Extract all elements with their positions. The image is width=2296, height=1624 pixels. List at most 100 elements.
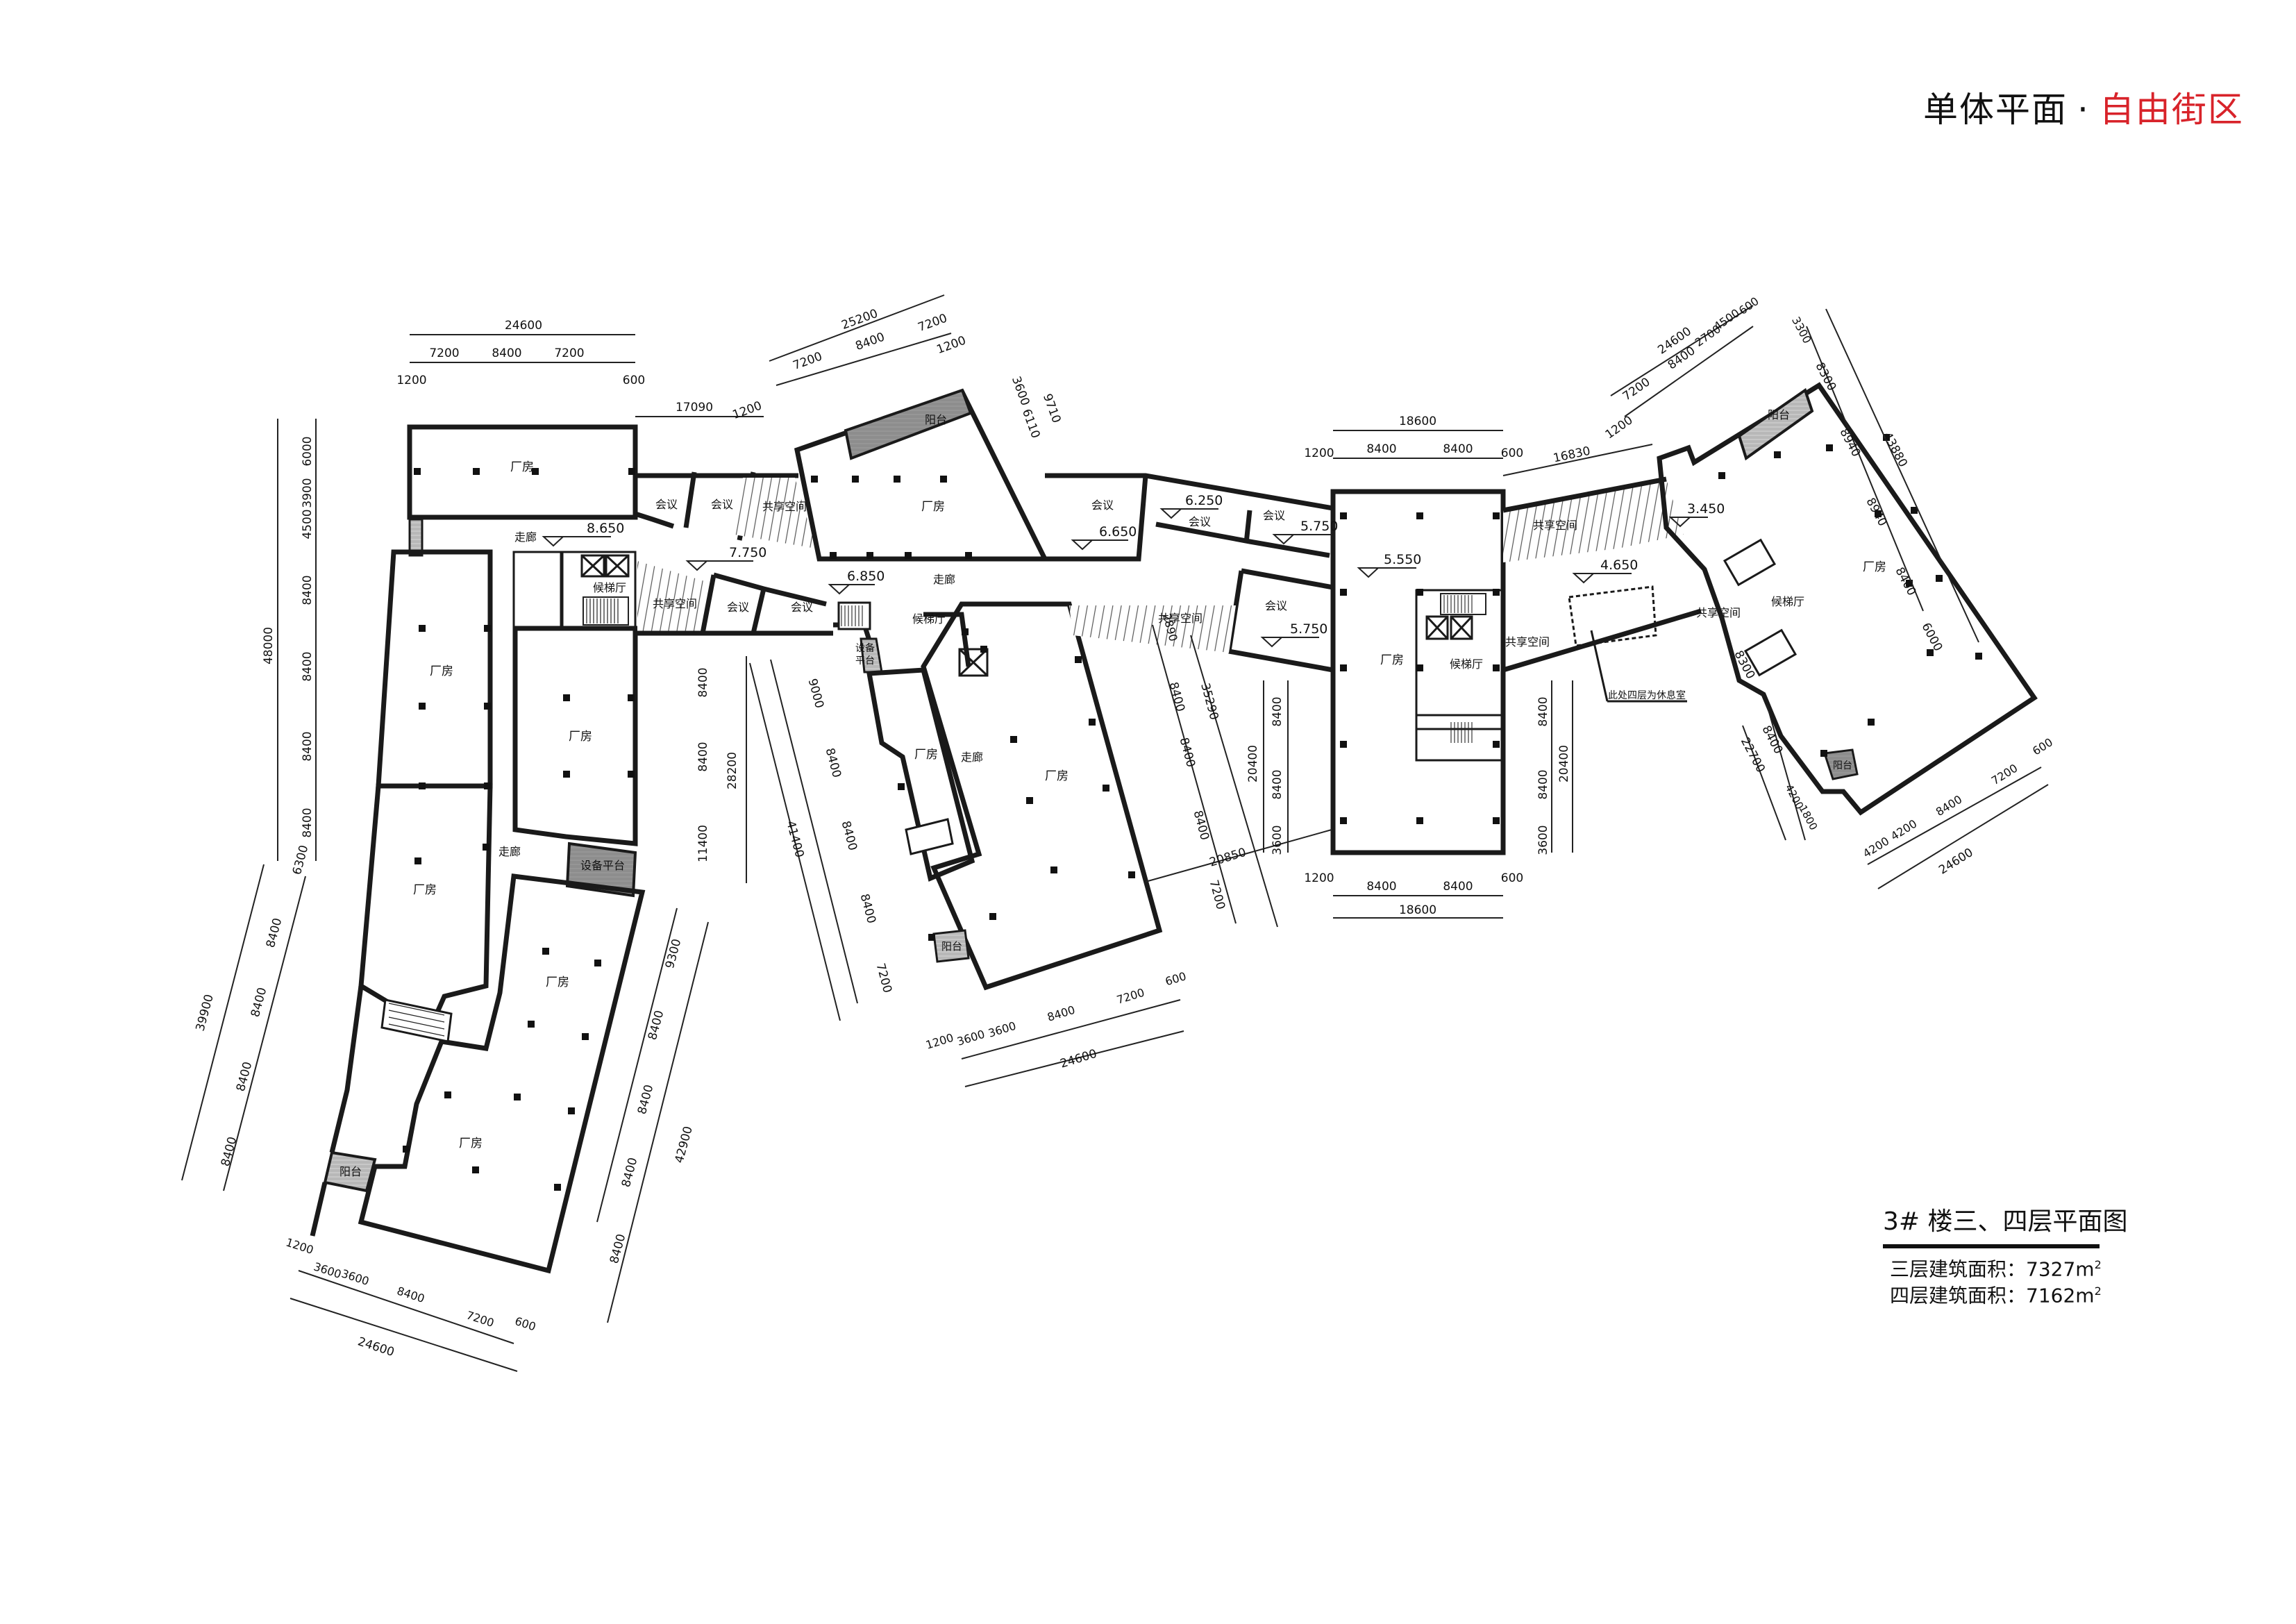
room-label-shared-space: 共享空间 (1533, 519, 1577, 532)
dim-gap-3-4: 16830 (1552, 444, 1591, 466)
dim-b4-bottom-part: 4200 (1861, 834, 1892, 860)
room-label-meeting: 会议 (1189, 515, 1211, 528)
dim-b1-right-part: 8400 (619, 1156, 641, 1189)
dim-b2-left-part: 11400 (696, 825, 710, 862)
elevation-marker: 6.250 (1159, 493, 1223, 519)
dim-b1-left-lower-part: 6300 (290, 844, 312, 876)
dim-b2-right-top-part: 3600 (1009, 375, 1032, 408)
dim-b1-left-total: 48000 (262, 627, 276, 664)
elevation-label: 3.450 (1687, 501, 1725, 517)
dim-b3-left-total: 20400 (1246, 745, 1260, 782)
dim-b2-left-inner-part: 8400 (823, 746, 844, 779)
dim-b2-top-part: 7200 (916, 312, 949, 335)
dim-b2-bottom-total: 24600 (1059, 1047, 1099, 1071)
elevation-label: 4.650 (1600, 558, 1638, 573)
title-underline (1883, 1244, 2100, 1248)
room-label-balcony: 阳台 (925, 413, 947, 426)
room-label-factory: 厂房 (510, 460, 534, 474)
dim-b1-left-part: 8400 (301, 807, 315, 837)
area-label: 四层建筑面积： (1890, 1284, 2027, 1307)
area-value: 7327m (2026, 1257, 2095, 1281)
dim-b2-left-inner-total: 41400 (783, 819, 806, 859)
dim-b3-top-part: 8400 (1366, 442, 1396, 456)
dim-b4-top-part: 4500 (1711, 306, 1742, 333)
drawing-legend: 3# 楼三、四层平面图 三层建筑面积：7327m2 四层建筑面积：7162m2 (1883, 1201, 2128, 1307)
room-label-equipment-platform-bottom: 平台 (855, 655, 875, 667)
dim-b1-right-part: 8400 (646, 1009, 667, 1041)
header-separator: · (2077, 90, 2090, 130)
dim-b3-right-part: 8400 (1536, 696, 1550, 726)
dim-b1-bottom-part: 8400 (395, 1284, 426, 1305)
dim-b1-top-part: 600 (623, 374, 645, 387)
dim-b4-bottom-total: 24600 (1936, 846, 1975, 878)
dim-b1-bottom-part: 7200 (464, 1308, 496, 1330)
elevation-marker: 6.850 (828, 569, 885, 595)
building-1: 厂房 厂房 厂房 厂房 厂房 厂房 走廊 走廊 候梯厅 设备平台 阳台 (310, 424, 646, 1274)
dim-b2-bottom-part: 3600 (955, 1028, 986, 1048)
dim-b1-left-part: 8400 (301, 731, 315, 761)
dim-b3-right-part: 8400 (1536, 769, 1550, 799)
elevation-marker: 8.650 (542, 521, 624, 547)
dim-b1-left-lower-part: 8400 (264, 916, 285, 949)
dim-b1-left-lower-part: 8400 (234, 1060, 255, 1093)
dim-b4-bottom-part: 8400 (1934, 792, 1965, 819)
dim-b1-left-part: 6000 (301, 436, 315, 466)
dim-b2-bottom-part: 7200 (1115, 986, 1146, 1007)
room-label-meeting: 会议 (711, 498, 733, 511)
dim-b3-top-part: 8400 (1443, 442, 1473, 456)
elevation-label: 6.850 (847, 569, 885, 584)
dim-b4-left-part: 1800 (1797, 803, 1820, 832)
page-header: 单体平面·自由街区 (1923, 82, 2244, 132)
room-label-meeting: 会议 (1091, 499, 1114, 512)
room-label-corridor: 走廊 (498, 845, 521, 858)
dim-b4-top-part: 1200 (1603, 413, 1636, 442)
area-row-4f: 四层建筑面积：7162m2 (1883, 1280, 2102, 1307)
room-label-balcony: 阳台 (340, 1165, 362, 1178)
dim-b2-right-part: 8400 (1177, 736, 1198, 769)
elevation-marker: 5.550 (1357, 552, 1421, 578)
dim-b1-top-part: 7200 (429, 346, 459, 360)
elevation-label: 5.550 (1384, 552, 1421, 567)
dim-b2-top-part: 8400 (854, 330, 887, 354)
room-label-factory: 厂房 (546, 976, 569, 989)
dim-b2-left-part: 8400 (696, 667, 710, 697)
dim-b1-left-part: 3900 (301, 478, 315, 508)
area-row-3f: 三层建筑面积：7327m2 (1883, 1254, 2102, 1281)
room-label-meeting: 会议 (791, 601, 813, 614)
dim-b2-left-part: 8400 (696, 742, 710, 771)
room-label-equipment-platform-top: 设备 (855, 642, 875, 654)
dim-b2-right-part: 8400 (1191, 809, 1212, 842)
dim-b2-top-part: 1200 (731, 399, 764, 423)
dim-b1-left-part: 4500 (301, 509, 315, 539)
dim-b1-left-lower-total: 39900 (194, 993, 217, 1032)
room-label-factory: 厂房 (459, 1137, 483, 1150)
room-label-corridor: 走廊 (933, 573, 955, 586)
dim-b4-bottom-part: 600 (2030, 735, 2055, 757)
room-label-factory: 厂房 (1380, 653, 1404, 667)
dim-b1-left-part: 8400 (301, 575, 315, 605)
dim-b4-left-total: 22700 (1738, 735, 1768, 775)
room-label-elevator-lobby: 候梯厅 (1771, 595, 1804, 608)
dim-b2-left-total: 28200 (726, 752, 739, 789)
header-title-left: 单体平面 (1923, 90, 2068, 130)
dim-b4-right-part: 8400 (1892, 565, 1918, 598)
dim-gap-1-2: 17090 (676, 401, 713, 415)
dim-b2-top-part: 7200 (791, 350, 824, 374)
dim-b3-right-total: 20400 (1557, 745, 1571, 782)
elevation-label: 8.650 (587, 521, 624, 536)
room-label-equipment-platform: 设备平台 (580, 859, 625, 872)
dim-b4-right-total: 43880 (1880, 430, 1910, 469)
elevation-marker: 4.650 (1572, 558, 1638, 584)
elevation-label: 5.750 (1290, 621, 1327, 637)
dim-b4-bottom-part: 4200 (1888, 817, 1920, 843)
dim-b3-bottom-part: 1200 (1304, 871, 1334, 885)
elevation-label: 6.250 (1185, 493, 1223, 508)
room-label-factory: 厂房 (1045, 769, 1069, 783)
room-label-elevator-lobby: 候梯厅 (1450, 658, 1483, 671)
dim-b1-bottom-part: 3600 (340, 1266, 371, 1288)
room-label-factory: 厂房 (430, 664, 453, 678)
dim-b3-bottom-part: 8400 (1443, 880, 1473, 894)
dim-b2-right-top-total: 9710 (1040, 392, 1064, 425)
dim-b3-left-part: 8400 (1271, 769, 1284, 799)
area-label: 三层建筑面积： (1890, 1257, 2027, 1281)
